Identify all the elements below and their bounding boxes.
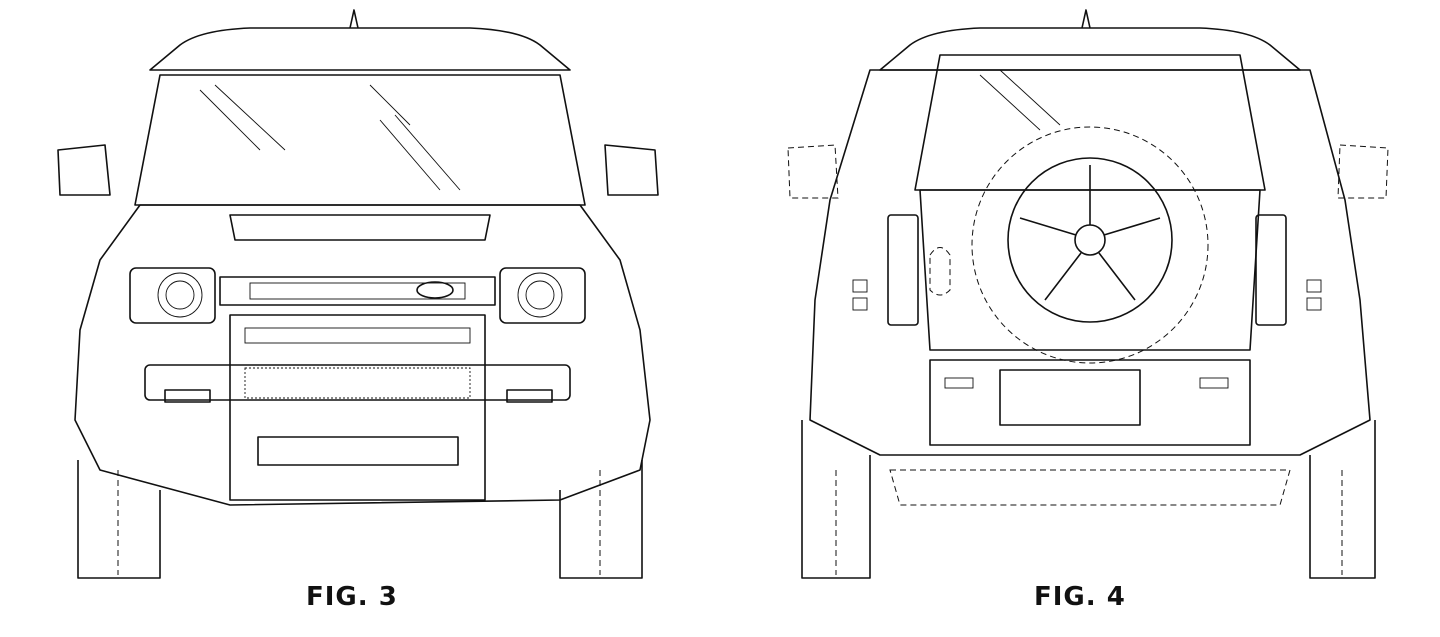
front-view-drawing: [57, 9, 659, 579]
underbody: [889, 469, 1291, 506]
figure-label-3: FIG. 3: [306, 582, 398, 612]
rear-view-drawing: [787, 9, 1389, 579]
lower-intake: [144, 364, 571, 401]
badge: [416, 281, 454, 299]
skid-plate-vent: [257, 436, 459, 466]
spare-wheel-cover: [971, 126, 1209, 364]
license-plate: [999, 369, 1141, 426]
roof: [879, 27, 1301, 71]
fog-light-left: [164, 389, 211, 403]
antenna: [349, 9, 359, 29]
tailgate: [919, 189, 1261, 351]
tail-light-right: [1255, 214, 1287, 326]
windshield: [134, 74, 586, 206]
headlight-left: [129, 267, 216, 324]
wheel-left: [77, 460, 161, 579]
tail-light-left: [887, 214, 919, 326]
body-outline: [809, 69, 1371, 456]
mirror-left: [787, 144, 839, 199]
mirror-left: [57, 144, 111, 196]
wheel-right: [1309, 420, 1376, 579]
body-outline: [74, 204, 651, 506]
mirror-right: [1337, 144, 1389, 199]
wheel-left: [801, 420, 871, 579]
fog-light-right: [506, 389, 553, 403]
door-handle: [929, 247, 951, 296]
spare-wheel: [1007, 157, 1173, 323]
roof: [149, 27, 571, 71]
grille: [219, 276, 496, 306]
headlight-right: [499, 267, 586, 324]
rear-bumper: [929, 359, 1251, 446]
hood-scoop: [229, 214, 491, 241]
rear-window: [914, 54, 1266, 191]
wheel-right: [559, 460, 643, 579]
figure-label-4: FIG. 4: [1034, 582, 1126, 612]
mirror-right: [604, 144, 659, 196]
front-guard: [229, 314, 486, 501]
antenna: [1081, 9, 1091, 29]
